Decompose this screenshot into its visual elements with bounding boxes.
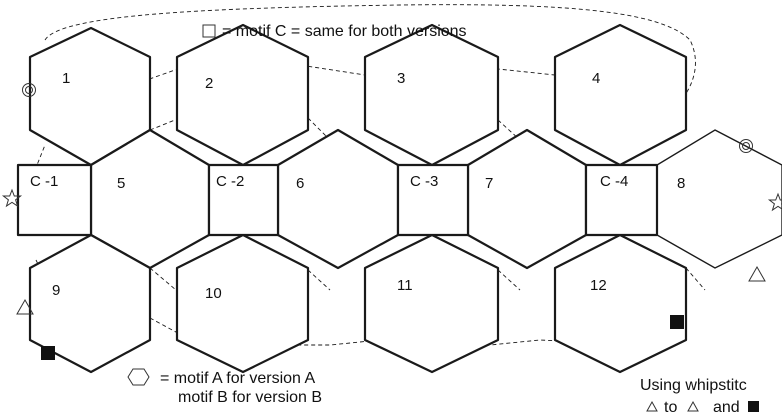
triangle-icon (687, 400, 699, 412)
hex-motif-10 (175, 233, 310, 374)
legend-hex-line-2: motif B for version B (178, 389, 322, 406)
triangle-icon (16, 298, 34, 315)
hex-label-5: 5 (117, 175, 125, 192)
hex-motif-11 (363, 233, 500, 374)
hex-motif-7 (466, 128, 588, 270)
dashed-diag-1 (149, 119, 176, 131)
hex-label-7: 7 (485, 175, 493, 192)
double-circle-icon (739, 139, 753, 153)
legend-hex-line-1: = motif A for version A (160, 370, 316, 387)
square-label-c1: C -1 (30, 173, 58, 190)
star-icon (767, 192, 782, 212)
hex-label-10: 10 (205, 285, 222, 302)
square-motif-c1 (16, 163, 93, 237)
triangle-icon (646, 400, 658, 412)
legend-square-text: = motif C = same for both versions (222, 23, 467, 40)
dashed-diag-6 (497, 269, 521, 291)
hex-motif-8 (656, 129, 782, 269)
note-line-1: Using whipstitc (640, 377, 747, 394)
triangle-icon (748, 265, 766, 282)
note-line-3: and (713, 399, 740, 416)
hex-motif-9 (28, 233, 152, 374)
hex-label-11: 11 (397, 277, 413, 294)
filled-square-icon (748, 401, 759, 412)
hex-label-12: 12 (590, 277, 607, 294)
hex-label-1: 1 (62, 70, 70, 87)
hex-label-8: 8 (677, 175, 685, 192)
square-label-c4: C -4 (600, 173, 628, 190)
legend-square-icon (202, 24, 216, 38)
double-circle-icon (22, 83, 36, 97)
dashed-diag-2 (307, 117, 331, 141)
square-label-c3: C -3 (410, 173, 438, 190)
hex-motif-6 (276, 128, 400, 270)
hex-label-9: 9 (52, 282, 60, 299)
hex-label-4: 4 (592, 70, 600, 87)
star-icon (1, 188, 23, 208)
note-line-2: to (664, 399, 677, 416)
square-motif-c4 (584, 163, 659, 237)
hex-label-2: 2 (205, 75, 213, 92)
square-label-c2: C -2 (216, 173, 244, 190)
square-motif-c2 (207, 163, 280, 237)
hex-motif-2 (175, 23, 310, 167)
dashed-diag-7 (685, 267, 706, 291)
dashed-diag-5 (307, 269, 331, 291)
dashed-diag-4 (149, 267, 177, 291)
square-motif-c3 (396, 163, 470, 237)
hex-label-6: 6 (296, 175, 304, 192)
hex-motif-3 (363, 23, 500, 167)
dashed-join-outline (44, 4, 696, 96)
hex-motif-4 (553, 23, 688, 167)
hex-motif-12 (553, 233, 688, 374)
legend-hex-icon (127, 368, 150, 386)
dashed-diag-8 (34, 144, 46, 171)
filled-square-icon (41, 346, 55, 360)
hex-label-3: 3 (397, 70, 405, 87)
filled-square-icon (670, 315, 684, 329)
